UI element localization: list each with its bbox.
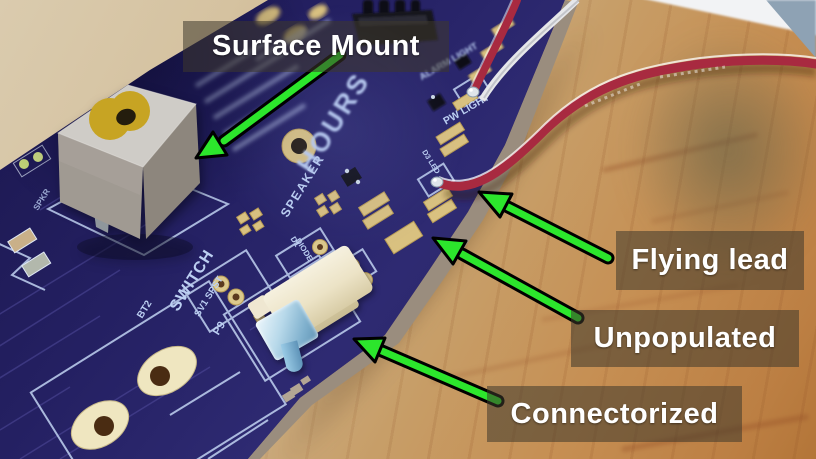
red-wire-1: [469, 0, 521, 97]
label-surface-mount: Surface Mount: [183, 21, 449, 72]
arrow-connectorized-icon: [352, 336, 505, 408]
annotation-arrows: [194, 48, 615, 408]
red-wire-2-stripe: [438, 53, 816, 182]
label-unpopulated-text: Unpopulated: [593, 322, 777, 354]
arrow-unpopulated-icon: [431, 236, 585, 325]
board-edge-castellations: [281, 375, 311, 403]
wire-shadow: [443, 63, 816, 201]
red-wire-1-highlight: [468, 0, 513, 92]
label-unpopulated: Unpopulated: [571, 310, 799, 367]
buzzer-yellow-sticker: [89, 91, 150, 140]
wire-print-marks: [584, 65, 726, 108]
label-surface-mount-text: Surface Mount: [212, 30, 420, 62]
label-flying-lead: Flying lead: [616, 231, 804, 290]
label-flying-lead-text: Flying lead: [631, 244, 789, 276]
surface-mount-buzzer: [40, 75, 215, 265]
white-wire-shade: [483, 0, 580, 99]
red-wire-2: [432, 55, 816, 191]
solder-joints: [430, 86, 480, 188]
label-connectorized-text: Connectorized: [510, 397, 719, 430]
label-connectorized: Connectorized: [487, 386, 742, 442]
arrow-flying-lead-icon: [477, 190, 615, 265]
